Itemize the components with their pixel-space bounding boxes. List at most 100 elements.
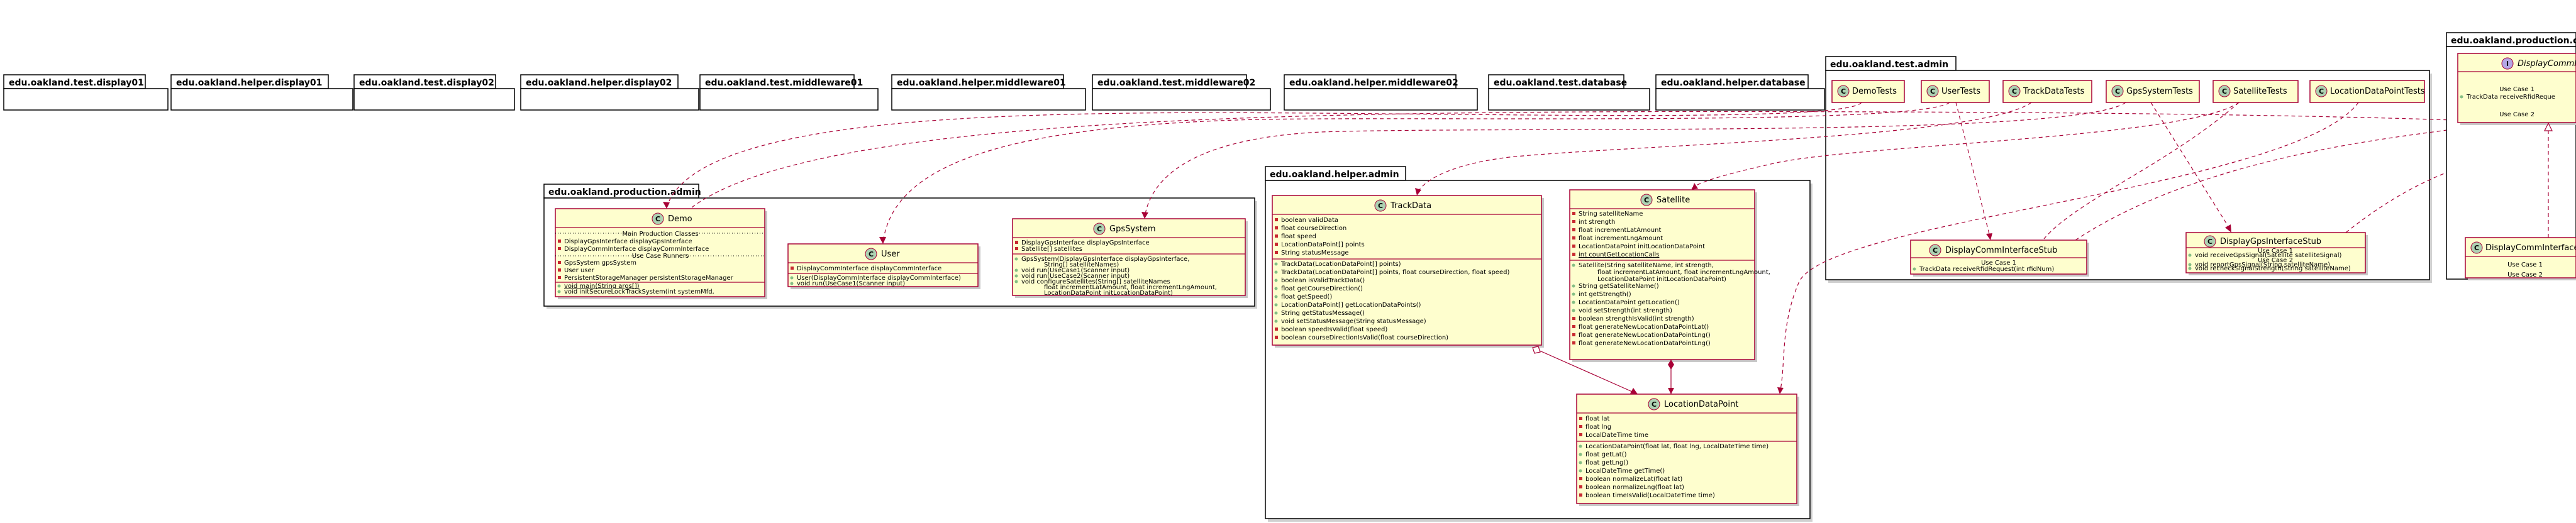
arrowhead xyxy=(1141,212,1148,219)
interface-i-icon xyxy=(2501,57,2514,70)
field: LocationDataPoint initLocationDataPoint xyxy=(1579,243,1705,250)
field: LocationDataPoint[] points xyxy=(1281,241,1365,248)
method: String[] satelliteNames) xyxy=(1044,262,1119,268)
method: void reportGpsSignal(String satelliteNam… xyxy=(2195,262,2330,268)
field: DisplayGpsInterface displayGpsInterface xyxy=(1021,239,1150,246)
section-title: Main Production Classes xyxy=(622,231,698,238)
method: boolean timeIsValid(LocalDateTime time) xyxy=(1585,492,1715,499)
method: void run(UseCase2(Scanner input) xyxy=(1021,273,1130,280)
package-name: edu.oakland.production.c xyxy=(2451,36,2576,46)
field: boolean validData xyxy=(1281,217,1338,224)
class-name: LocationDataPointTests xyxy=(2330,87,2425,96)
class-satellite: C Satellite String satelliteName int str… xyxy=(1569,189,1770,362)
interface-i-letter: I xyxy=(2506,60,2509,68)
dep-demotests-demo xyxy=(666,102,1862,208)
method: float getLng() xyxy=(1585,460,1628,466)
package-test-database: edu.oakland.test.database xyxy=(1488,74,1650,111)
class-name: TrackDataTests xyxy=(2023,87,2085,96)
class-user: C User DisplayCommInterface displayCommI… xyxy=(787,243,980,289)
package-helper-middleware01: edu.oakland.helper.middleware01 xyxy=(891,74,1086,111)
field: int strength xyxy=(1579,219,1615,226)
class-usertests: C UserTests xyxy=(1921,80,1990,103)
class-trackdatatests: C TrackDataTests xyxy=(2002,80,2092,103)
class-c-icon xyxy=(1929,244,1941,256)
field: PersistentStorageManager persistentStora… xyxy=(564,275,734,282)
class-c-icon xyxy=(865,248,877,260)
section-title: Use Case 1 xyxy=(2258,248,2293,255)
class-c-letter: C xyxy=(1933,246,1938,255)
method: void receiveGpsSignal(Satellite satellit… xyxy=(2195,252,2341,259)
method: float generateNewLocationDataPointLng() xyxy=(1579,340,1711,347)
method: Satellite(String satelliteName, int stre… xyxy=(1579,262,1714,269)
field: float lng xyxy=(1585,424,1611,431)
class-c-letter: C xyxy=(869,250,874,258)
class-demo: C Demo Main Production Classes DisplayGp… xyxy=(555,208,767,299)
class-c-letter: C xyxy=(1097,225,1102,233)
method: User(DisplayCommInterface displayCommInt… xyxy=(797,275,961,282)
method: boolean normalizeLng(float lat) xyxy=(1585,484,1684,491)
field: DisplayGpsInterface displayGpsInterface xyxy=(564,238,692,245)
section-title: Use Case 2 xyxy=(2499,111,2534,118)
section-title: Use Case 1 xyxy=(2507,262,2543,268)
class-name: DisplayCommIn xyxy=(2518,59,2576,69)
method: LocationDataPoint initLocationDataPoint) xyxy=(1597,276,1726,283)
svg-text:C: C xyxy=(2012,87,2017,96)
arrowhead xyxy=(663,202,670,209)
method: String getStatusMessage() xyxy=(1281,310,1365,317)
class-name: GpsSystem xyxy=(1109,224,1156,234)
dep-trackdatatests-trackdata xyxy=(1416,102,2032,195)
field: float lat xyxy=(1585,416,1610,422)
svg-text:C: C xyxy=(2319,87,2324,96)
class-c-icon xyxy=(1093,223,1106,235)
method: TrackData receiveRfidReque xyxy=(2466,94,2555,101)
method: TrackData(LocationDataPoint[] points, fl… xyxy=(1280,269,1509,276)
field: float incrementLatAmount xyxy=(1579,227,1661,234)
class-name: UserTests xyxy=(1941,87,1980,96)
dep-gpstests-gpsstub xyxy=(2150,102,2232,232)
section-title: Use Case 1 xyxy=(2499,86,2534,93)
section-title: Use Case 2 xyxy=(2258,257,2293,264)
method: GpsSystem(DisplayGpsInterface displayGps… xyxy=(1021,256,1189,263)
package-helper-database: edu.oakland.helper.database xyxy=(1655,74,1825,111)
class-c-icon xyxy=(1648,398,1660,410)
method: float getSpeed() xyxy=(1281,294,1332,300)
package-name: edu.oakland.helper.middleware02 xyxy=(1289,78,1458,88)
field: DisplayCommInterface displayCommInterfac… xyxy=(564,246,709,253)
method: float incrementLatAmount, float incremen… xyxy=(1597,269,1770,276)
dep-usertests-commstub xyxy=(1955,102,1991,239)
package-production-core: edu.oakland.production.c I DisplayCommIn… xyxy=(2446,32,2576,280)
field: float speed xyxy=(1281,233,1316,240)
package-name: edu.oakland.helper.display01 xyxy=(176,78,322,88)
package-test-display02: edu.oakland.test.display02 xyxy=(353,74,515,111)
field: String satelliteName xyxy=(1579,211,1643,217)
method: String getSatelliteName() xyxy=(1579,283,1659,290)
package-helper-display02: edu.oakland.helper.display02 xyxy=(520,74,699,111)
field: int countGetLocationCalls xyxy=(1579,251,1659,258)
package-test-display01: edu.oakland.test.display01 xyxy=(3,74,169,111)
method: void setStrength(int strength) xyxy=(1579,307,1672,314)
relation-satellite-locationdatapoint xyxy=(1668,360,1674,394)
class-gpssystemtests: C GpsSystemTests xyxy=(2106,80,2200,103)
package-name: edu.oakland.test.display02 xyxy=(359,78,494,88)
method: void run(UseCase1(Scanner input) xyxy=(797,280,905,287)
class-c-letter: C xyxy=(2474,244,2479,252)
class-c-letter: C xyxy=(1644,196,1649,204)
class-trackdata: C TrackData boolean validData float cour… xyxy=(1272,195,1544,348)
method: void run(UseCase1(Scanner input) xyxy=(1021,267,1130,274)
package-name: edu.oakland.helper.database xyxy=(1661,78,1806,88)
field: LocalDateTime time xyxy=(1585,432,1648,439)
empty-packages: edu.oakland.test.display01 edu.oakland.h… xyxy=(3,74,1825,111)
relation-trackdata-locationdatapoint xyxy=(1532,346,1638,395)
class-displaygpsinterfacestub: C DisplayGpsInterfaceStub Use Case 1 voi… xyxy=(2185,232,2368,275)
class-name: Demo xyxy=(668,214,692,224)
arrowhead xyxy=(1415,188,1421,195)
method: float incrementLatAmount, float incremen… xyxy=(1044,284,1217,291)
class-c-letter: C xyxy=(1378,202,1383,210)
class-demotests: C DemoTests xyxy=(1831,80,1905,103)
package-helper-admin: edu.oakland.helper.admin C TrackData boo… xyxy=(1265,166,1813,522)
method: LocationDataPoint[] getLocationDataPoint… xyxy=(1281,302,1421,309)
class-name: DisplayCommInterfaceStub xyxy=(1945,246,2057,255)
field: DisplayCommInterface displayCommInterfac… xyxy=(797,265,941,272)
method: boolean courseDirectionIsValid(float cou… xyxy=(1281,334,1448,341)
